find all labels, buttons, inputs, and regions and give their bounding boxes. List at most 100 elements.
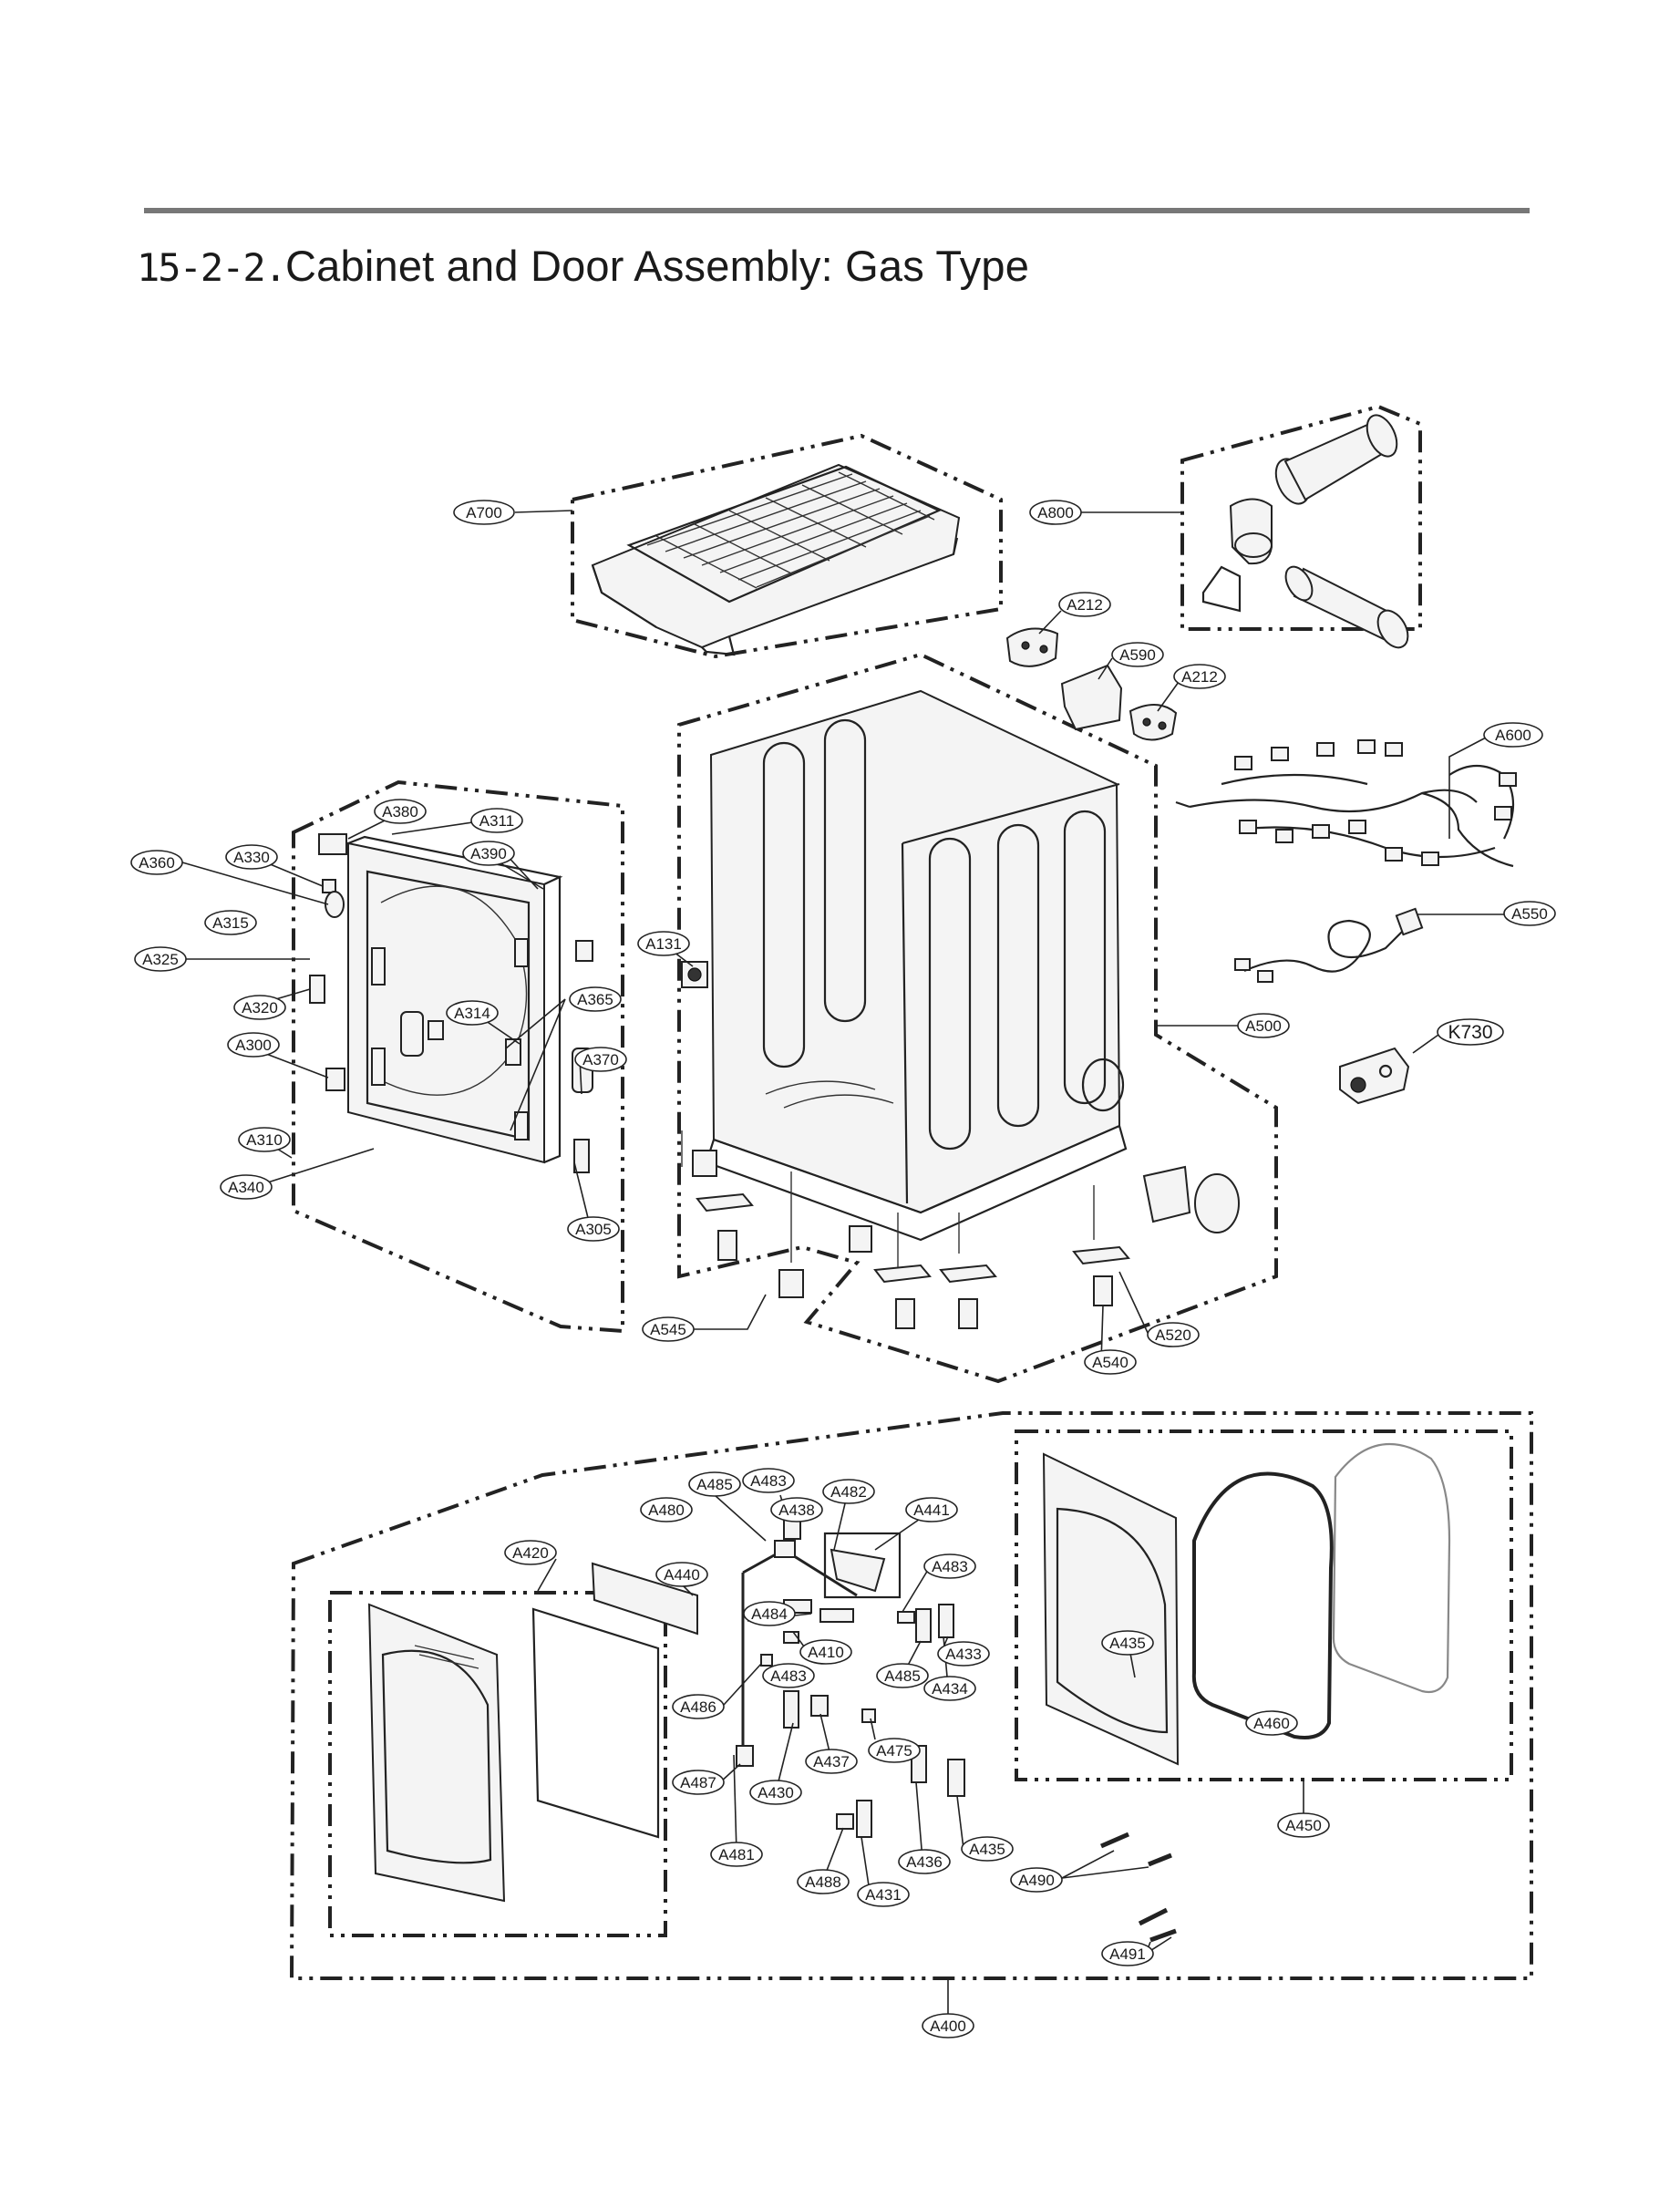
label-a325: A325: [134, 946, 187, 972]
svg-text:A430: A430: [758, 1784, 794, 1801]
svg-text:A314: A314: [454, 1005, 490, 1022]
svg-text:A460: A460: [1253, 1715, 1290, 1732]
svg-text:A485: A485: [884, 1667, 921, 1685]
svg-text:A360: A360: [139, 854, 175, 872]
label-a800: A800: [1029, 500, 1082, 525]
label-a491: A491: [1101, 1941, 1154, 1966]
duct-part: [1201, 414, 1409, 649]
label-a460: A460: [1245, 1710, 1298, 1736]
power-cord-part: [1234, 907, 1424, 983]
label-a433: A433: [937, 1641, 990, 1667]
svg-text:A410: A410: [808, 1644, 844, 1661]
label-a390: A390: [462, 841, 515, 866]
svg-text:A483: A483: [932, 1558, 968, 1575]
label-k730: K730: [1437, 1018, 1504, 1046]
label-a600: A600: [1483, 722, 1543, 748]
label-a431: A431: [857, 1882, 910, 1907]
label-a212: A212: [1058, 592, 1111, 617]
svg-text:A545: A545: [650, 1321, 686, 1338]
label-a490: A490: [1010, 1867, 1063, 1893]
svg-text:A480: A480: [648, 1502, 685, 1519]
label-a365: A365: [569, 986, 622, 1012]
label-a441: A441: [905, 1497, 958, 1522]
section-number: 15-2-2.: [137, 245, 287, 290]
label-a212: A212: [1173, 664, 1226, 689]
svg-text:A315: A315: [212, 914, 249, 932]
parts: [309, 414, 1517, 1943]
boundary-cabinet: [677, 652, 1278, 1384]
boundary-outer-door: [328, 1591, 667, 1937]
svg-text:A340: A340: [228, 1179, 264, 1196]
svg-text:A481: A481: [718, 1846, 755, 1863]
label-a300: A300: [227, 1032, 280, 1058]
boundary-inner-door: [1015, 1429, 1513, 1781]
svg-text:A540: A540: [1092, 1354, 1129, 1371]
label-a410: A410: [799, 1639, 852, 1665]
svg-text:A590: A590: [1119, 646, 1156, 664]
label-a486: A486: [672, 1694, 725, 1719]
svg-text:A440: A440: [664, 1566, 700, 1584]
label-a590: A590: [1111, 642, 1164, 667]
svg-text:A370: A370: [582, 1051, 619, 1068]
bracket-parts: [1005, 627, 1178, 741]
svg-text:A325: A325: [142, 951, 179, 968]
gas-valve-part: [1339, 1047, 1410, 1105]
svg-text:A212: A212: [1067, 596, 1103, 614]
svg-text:A483: A483: [750, 1472, 787, 1490]
svg-text:A500: A500: [1245, 1017, 1282, 1035]
label-a485: A485: [876, 1663, 929, 1688]
boundary-door-assembly: [289, 1411, 1533, 1980]
svg-text:A438: A438: [778, 1502, 815, 1519]
svg-text:A520: A520: [1155, 1326, 1191, 1344]
cabinet-part: [681, 689, 1240, 1329]
svg-text:A482: A482: [830, 1483, 867, 1501]
svg-text:A311: A311: [479, 812, 514, 830]
boundary-door-panel: [292, 779, 624, 1334]
label-a310: A310: [238, 1127, 291, 1152]
label-a520: A520: [1147, 1322, 1200, 1347]
top-cover-part: [591, 463, 961, 656]
boundary-a441-box: [823, 1532, 902, 1599]
svg-text:A435: A435: [1109, 1635, 1146, 1652]
label-a314: A314: [446, 1000, 499, 1026]
label-a500: A500: [1237, 1013, 1290, 1038]
outer-door-part: [367, 1562, 698, 1903]
svg-text:A436: A436: [906, 1853, 943, 1871]
title-text: Cabinet and Door Assembly: [285, 242, 821, 290]
svg-text:A434: A434: [932, 1680, 968, 1698]
label-a330: A330: [225, 844, 278, 870]
svg-text:A490: A490: [1018, 1872, 1055, 1889]
svg-text:A486: A486: [680, 1698, 716, 1716]
svg-text:A700: A700: [466, 504, 502, 521]
door-panel-part: [309, 833, 593, 1173]
svg-text:A380: A380: [382, 803, 418, 820]
label-a420: A420: [504, 1540, 557, 1565]
svg-text:A488: A488: [805, 1873, 841, 1891]
label-a488: A488: [797, 1869, 850, 1894]
label-a483: A483: [742, 1468, 795, 1493]
label-a483: A483: [762, 1663, 815, 1688]
label-a481: A481: [710, 1842, 763, 1867]
svg-text:A441: A441: [913, 1502, 950, 1519]
svg-text:A131: A131: [645, 935, 682, 953]
inner-door-part: [1042, 1442, 1451, 1766]
label-a430: A430: [749, 1780, 802, 1805]
label-a436: A436: [898, 1849, 951, 1874]
svg-text:A420: A420: [512, 1544, 549, 1562]
svg-text:A450: A450: [1285, 1817, 1322, 1834]
header-rule: [144, 208, 1530, 213]
svg-text:A431: A431: [865, 1886, 902, 1904]
title-separator: :: [820, 242, 833, 290]
label-a545: A545: [642, 1316, 695, 1342]
svg-text:A310: A310: [246, 1131, 283, 1149]
svg-text:A475: A475: [876, 1742, 912, 1760]
svg-text:A484: A484: [751, 1605, 788, 1623]
svg-text:A300: A300: [235, 1037, 272, 1054]
boundary-top-cover: [571, 433, 1003, 659]
label-a485: A485: [688, 1471, 741, 1497]
wire-harness-part: [1175, 739, 1517, 868]
label-a450: A450: [1277, 1812, 1330, 1838]
label-a487: A487: [672, 1770, 725, 1795]
label-a320: A320: [233, 995, 286, 1020]
